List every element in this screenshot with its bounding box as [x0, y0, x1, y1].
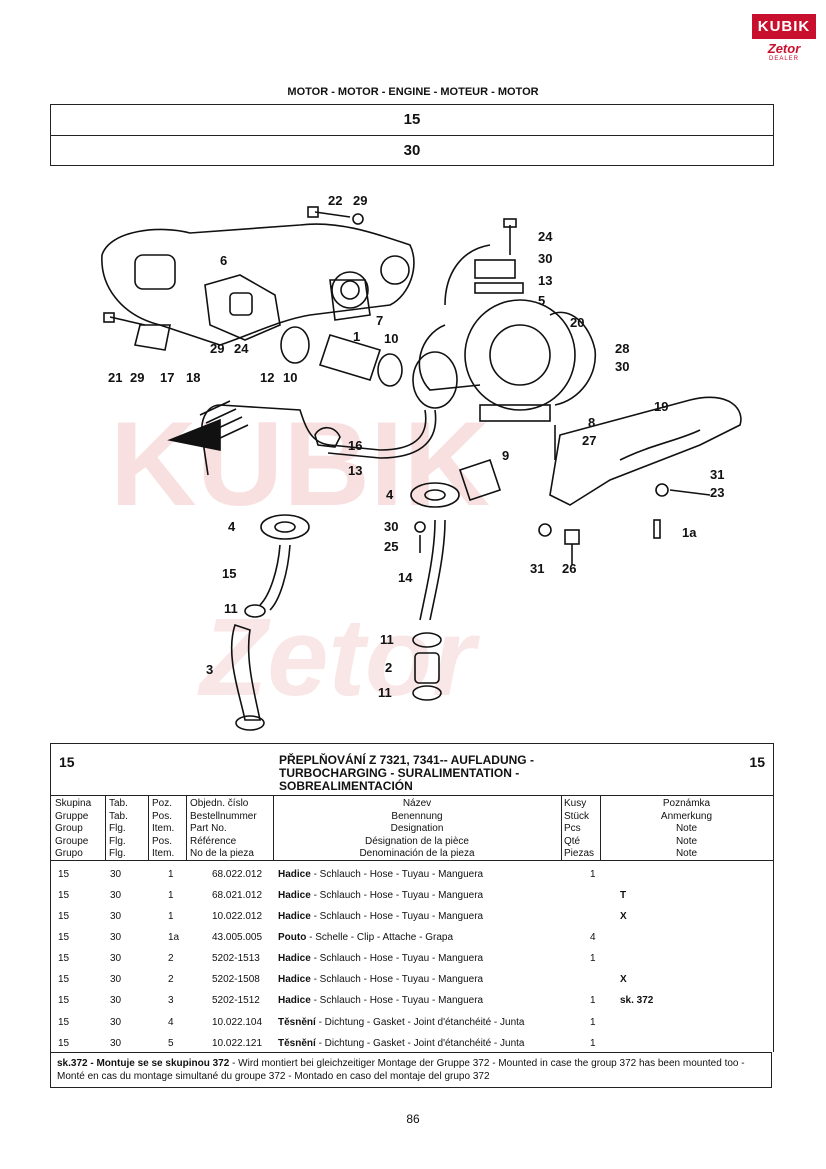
kubik-zetor-logo: KUBIK Zetor DEALER: [752, 14, 816, 70]
callout-label: 1a: [682, 525, 697, 540]
footnote-text: - Wird montiert bei gleichzeitiger Monta…: [57, 1058, 745, 1082]
callout-label: 26: [562, 561, 576, 576]
callout-label: 29: [210, 341, 224, 356]
logo-dealer: DEALER: [768, 56, 799, 62]
exploded-parts-diagram: KUBIK Zetor: [50, 175, 772, 745]
callout-label: 5: [538, 293, 545, 308]
logo-sub: Zetor: [767, 41, 801, 56]
logo-brand: KUBIK: [752, 14, 816, 39]
callout-label: 30: [615, 359, 629, 374]
callout-label: 11: [378, 685, 392, 700]
watermark-zetor: Zetor: [197, 596, 480, 719]
group-number: 15: [403, 111, 421, 128]
callout-label: 20: [570, 315, 584, 330]
section-title: PŘEPLŇOVÁNÍ Z 7321, 7341-- AUFLADUNG - T…: [279, 754, 534, 793]
rows-frame: [50, 859, 774, 1052]
callout-label: 31: [530, 561, 544, 576]
callout-label: 4: [228, 519, 236, 534]
callout-label: 29: [353, 193, 367, 208]
diagram-drawing: [101, 206, 742, 731]
page-number: 86: [406, 1112, 420, 1126]
callout-label: 16: [348, 438, 362, 453]
callout-label: 10: [384, 331, 398, 346]
watermark-kubik: KUBIK: [110, 397, 490, 531]
callout-label: 6: [220, 253, 227, 268]
callout-label: 30: [538, 251, 552, 266]
table-box: 30: [50, 135, 774, 166]
section-title-line: TURBOCHARGING - SURALIMENTATION -: [279, 766, 520, 780]
callout-label: 14: [398, 570, 413, 585]
callout-label: 13: [538, 273, 552, 288]
callout-label: 7: [376, 313, 383, 328]
table-number: 30: [403, 142, 421, 159]
callout-label: 17: [160, 370, 174, 385]
callout-label: 9: [502, 448, 509, 463]
footnote-bold: sk.372 - Montuje se se skupinou 372: [57, 1058, 230, 1069]
group-box: 15: [50, 104, 774, 136]
callout-label: 13: [348, 463, 362, 478]
callout-label: 3: [206, 662, 213, 677]
section-header: 15 PŘEPLŇOVÁNÍ Z 7321, 7341-- AUFLADUNG …: [50, 743, 774, 796]
col-table: Tab.Tab.Flg.Flg.Flg.: [109, 798, 128, 859]
callout-label: 23: [710, 485, 724, 500]
callout-label: 31: [710, 467, 724, 482]
callout-label: 25: [384, 539, 398, 554]
callout-label: 24: [234, 341, 249, 356]
callout-label: 29: [130, 370, 144, 385]
callout-label: 24: [538, 229, 553, 244]
col-pos: Poz.Pos.Item.Pos.Item.: [152, 798, 175, 859]
callout-label: 30: [384, 519, 398, 534]
callout-labels: 22 29 24 30 13 5 20 28 30 6 7 1 10 21 29…: [108, 193, 724, 700]
page-title: MOTOR - MOTOR - ENGINE - MOTEUR - MOTOR: [287, 86, 539, 98]
section-group-right: 15: [749, 754, 765, 770]
callout-label: 10: [283, 370, 297, 385]
callout-label: 22: [328, 193, 342, 208]
callout-label: 28: [615, 341, 629, 356]
callout-label: 12: [260, 370, 274, 385]
callout-label: 2: [385, 660, 392, 675]
callout-label: 1: [353, 329, 360, 344]
callout-label: 21: [108, 370, 122, 385]
callout-label: 11: [224, 601, 238, 616]
callout-label: 11: [380, 632, 394, 647]
section-title-line: SOBREALIMENTACIÓN: [279, 779, 413, 793]
section-title-line: PŘEPLŇOVÁNÍ Z 7321, 7341-- AUFLADUNG -: [279, 753, 534, 767]
footnote: sk.372 - Montuje se se skupinou 372 - Wi…: [50, 1052, 772, 1088]
section-group-left: 15: [59, 754, 75, 770]
callout-label: 18: [186, 370, 200, 385]
callout-label: 4: [386, 487, 394, 502]
callout-label: 19: [654, 399, 668, 414]
diagram-svg: KUBIK Zetor: [101, 193, 742, 731]
callout-label: 15: [222, 566, 236, 581]
callout-label: 27: [582, 433, 596, 448]
callout-label: 8: [588, 415, 595, 430]
